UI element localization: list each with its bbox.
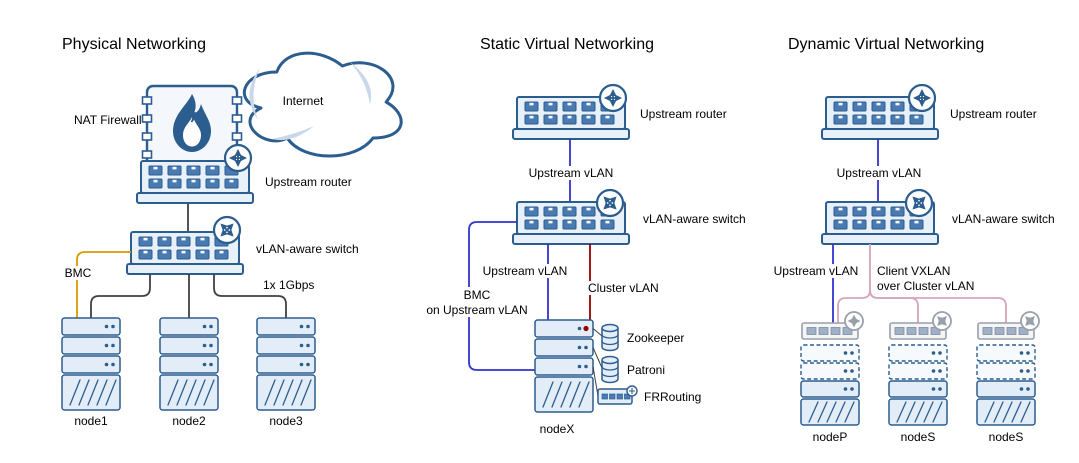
static-upstream-router (513, 85, 629, 139)
upstream-vlan-top-label: Upstream vLAN (837, 166, 922, 180)
dynamic-vlan-switch (822, 190, 938, 244)
cluster-vlan-endpoint-dot (583, 325, 589, 332)
node-s2: nodeS (976, 312, 1039, 444)
zookeeper-label: Zookeeper (627, 331, 684, 345)
dynamic-vlan-switch-label: vLAN-aware switch (952, 212, 1055, 226)
server-nodex (534, 319, 594, 413)
section-title-dynamic: Dynamic Virtual Networking (788, 36, 984, 53)
frrouting-switch-icon (597, 385, 638, 405)
static-vlan-switch-label: vLAN-aware switch (643, 212, 746, 226)
virtual-switch-x-icon (1021, 312, 1039, 330)
flame-inner (183, 117, 201, 147)
dynamic-upstream-router (822, 85, 938, 139)
section-title-physical: Physical Networking (62, 36, 206, 53)
node2-label: node2 (172, 414, 206, 428)
dynamic-upstream-router-label: Upstream router (950, 107, 1037, 121)
bmc-label-bg (60, 266, 96, 280)
patroni-database-icon (601, 355, 619, 384)
edge-vxlan-nodep (837, 289, 871, 323)
upstream-vlan-top-label: Upstream vLAN (529, 166, 614, 180)
upstream-vlan-bottom-label-bg (772, 264, 860, 278)
upstream-vlan-bottom-label: Upstream vLAN (774, 264, 859, 278)
physical-vlan-switch (127, 217, 243, 274)
server-node3 (256, 317, 316, 411)
node-p: nodeP (800, 312, 863, 444)
cloud-shade (249, 68, 260, 120)
node3-label: node3 (269, 414, 303, 428)
static-vlan-switch (513, 190, 629, 244)
cluster-vlan-label: Cluster vLAN (588, 281, 659, 295)
router-icon (225, 145, 251, 171)
section-title-static: Static Virtual Networking (480, 36, 654, 53)
virtual-router-icon (845, 312, 863, 330)
cloud-shade (272, 126, 314, 141)
vxlan-label-line2: over Cluster vLAN (877, 279, 974, 293)
switch-x-icon (597, 190, 623, 216)
internet-cloud: Internet (242, 51, 403, 158)
server-nodep (800, 344, 860, 426)
upstream-vlan-top-label-bg (835, 166, 923, 180)
edge-vxlan-nodes2 (869, 289, 919, 323)
section-dynamic-virtual: Dynamic Virtual Networking Upstream rout… (772, 36, 1055, 444)
physical-upstream-router-label: Upstream router (265, 175, 352, 189)
node-s1: nodeS (888, 312, 951, 444)
connector-patroni (592, 347, 603, 369)
edge-vxlan-nodes3 (869, 289, 1007, 323)
connector-frrouting (592, 366, 599, 397)
nodes1-label: nodeS (901, 430, 936, 444)
server-nodes1 (888, 344, 948, 426)
virtual-switch-x-icon (933, 312, 951, 330)
nat-firewall-label: NAT Firewall (74, 113, 142, 127)
edge-bmc (76, 251, 131, 318)
section-physical: Physical Networking Internet NAT Firewal… (60, 36, 403, 428)
vxlan-label-line1: Client VXLAN (877, 264, 950, 278)
node1-label: node1 (74, 414, 108, 428)
zookeeper-database-icon (601, 323, 619, 352)
upstream-vlan-top-label-bg (527, 166, 615, 180)
nodes2-label: nodeS (989, 430, 1024, 444)
cloud-shade (350, 62, 372, 104)
nat-firewall (141, 84, 243, 170)
static-upstream-router-label: Upstream router (640, 107, 727, 121)
physical-vlan-switch-label: vLAN-aware switch (256, 242, 359, 256)
patroni-label: Patroni (627, 363, 665, 377)
switch-x-icon (214, 217, 240, 243)
bmc-vlan-label-line2: on Upstream vLAN (426, 303, 527, 317)
router-icon (909, 85, 935, 111)
section-static-virtual: Static Virtual Networking Upstream route… (425, 36, 746, 436)
connector-zookeeper (592, 328, 603, 337)
upstream-vlan-bottom-label-bg (481, 264, 569, 278)
nodep-label: nodeP (813, 430, 848, 444)
vxlan-label-bg (874, 263, 978, 293)
uplink-speed-label: 1x 1Gbps (263, 278, 314, 292)
switch-x-icon (906, 190, 932, 216)
frrouting-label: FRRouting (644, 390, 701, 404)
internet-label: Internet (283, 94, 324, 108)
server-node1 (61, 317, 121, 411)
server-node2 (159, 317, 219, 411)
nodex-label: nodeX (540, 422, 575, 436)
server-nodes2 (976, 344, 1036, 426)
upstream-vlan-bottom-label: Upstream vLAN (483, 264, 568, 278)
edge-switch-to-node1 (90, 274, 151, 318)
edge-switch-to-node3 (213, 274, 287, 318)
router-icon (600, 85, 626, 111)
bmc-vlan-label-line1: BMC (464, 288, 491, 302)
bmc-label: BMC (65, 266, 92, 280)
bmc-vlan-label-bg (425, 287, 529, 317)
cluster-vlan-label-bg (584, 281, 660, 295)
